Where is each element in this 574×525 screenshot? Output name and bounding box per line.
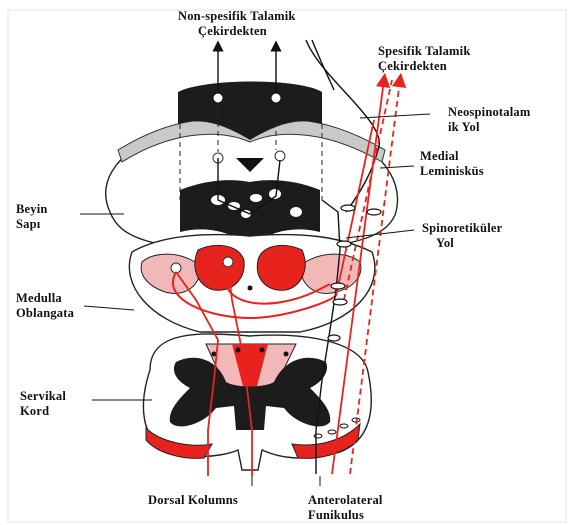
- label-medial-lemniscus-line2: Leminisküs: [420, 165, 484, 178]
- label-medulla-line1: Medulla: [16, 292, 62, 305]
- label-anterolateral-line2: Funikulus: [308, 509, 364, 522]
- label-brainstem-line2: Sapı: [16, 218, 40, 231]
- label-medial-lemniscus-line1: Medial: [420, 150, 459, 163]
- label-cervical-line1: Servikal: [20, 390, 66, 403]
- label-specific-line1: Spesifik Talamik: [378, 45, 470, 58]
- label-spinoreticular-line1: Spinoretiküler: [422, 222, 502, 235]
- label-nonspecific-line1: Non-spesifik Talamik: [178, 10, 296, 23]
- label-spinoreticular-line2: Yol: [436, 237, 454, 250]
- label-specific-line2: Çekirdekten: [378, 60, 447, 73]
- label-nonspecific-line2: Çekirdekten: [198, 25, 267, 38]
- label-neospinothalamic-line1: Neospinotalam: [448, 106, 530, 119]
- label-medulla-line2: Oblangata: [16, 307, 74, 320]
- label-anterolateral-line1: Anterolateral: [308, 494, 383, 507]
- label-neospinothalamic-line2: ik Yol: [448, 121, 480, 134]
- label-dorsal-columns: Dorsal Kolumns: [148, 494, 238, 507]
- label-brainstem-line1: Beyin: [16, 203, 48, 216]
- label-cervical-line2: Kord: [20, 405, 49, 418]
- brainstem-section: [106, 82, 398, 251]
- cervical-cord-section: [143, 334, 371, 470]
